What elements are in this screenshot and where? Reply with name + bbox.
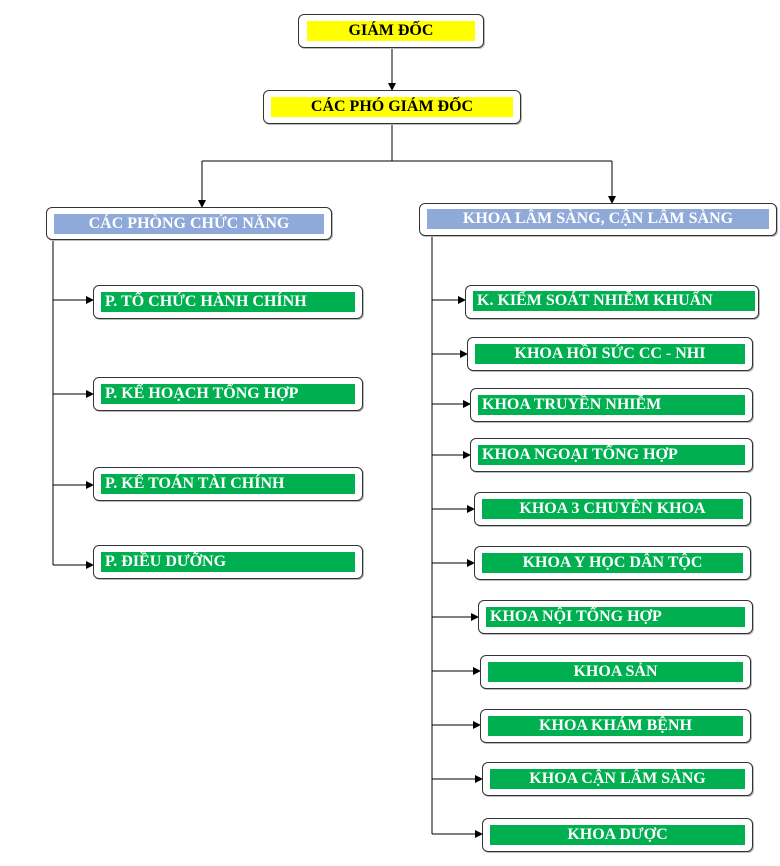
left-unit-label: P. KẾ HOẠCH TỔNG HỢP [101, 384, 355, 404]
left-unit-label: P. KẾ TOÁN TÀI CHÍNH [101, 474, 355, 494]
right-unit-label: KHOA 3 CHUYÊN KHOA [482, 499, 743, 519]
right-unit-label: KHOA CẬN LÂM SÀNG [490, 769, 745, 789]
right-unit-label: KHOA Y HỌC DÂN TỘC [482, 553, 743, 573]
right-unit-label: KHOA NGOẠI TỔNG HỢP [478, 445, 745, 465]
right-unit-label: KHOA HỒI SỨC CC - NHI [475, 344, 745, 364]
right-unit-label: KHOA SẢN [488, 662, 743, 682]
right-unit-label: KHOA KHÁM BỆNH [488, 716, 743, 736]
left-unit-label: P. TỔ CHỨC HÀNH CHÍNH [101, 292, 355, 312]
right-unit-label: KHOA DƯỢC [490, 825, 745, 845]
right-unit-label: KHOA NỘI TỔNG HỢP [486, 607, 745, 627]
right-unit-label: K. KIỂM SOÁT NHIỄM KHUẨN [473, 291, 755, 311]
right-unit-label: KHOA TRUYỀN NHIỄM [478, 395, 745, 415]
functional-departments-label: CÁC PHÒNG CHỨC NĂNG [54, 214, 324, 234]
left-unit-label: P. ĐIỀU DƯỠNG [101, 552, 355, 572]
clinical-departments-label: KHOA LÂM SÀNG, CẬN LÂM SÀNG [427, 209, 769, 229]
director-label: GIÁM ĐỐC [307, 21, 475, 41]
deputy-label: CÁC PHÓ GIÁM ĐỐC [271, 97, 513, 117]
